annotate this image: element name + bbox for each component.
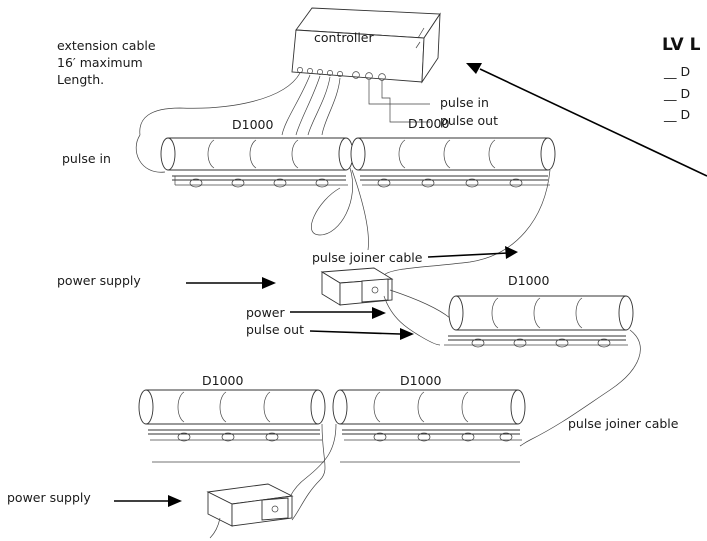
pulse-joiner-cable-bottom	[519, 329, 641, 447]
pulse-joiner-cable-bottom-label: pulse joiner cable	[568, 416, 679, 431]
fixture-top-right-label: D1000	[408, 116, 449, 131]
controller-port-icons	[297, 67, 386, 81]
pulse-out-arrow	[309, 330, 401, 335]
controller-pointer-arrow	[479, 68, 707, 177]
pulse-joiner-top-arrow	[427, 252, 509, 258]
power-supply-bottom-label: power supply	[7, 490, 91, 505]
fixture-top-left-label: D1000	[232, 117, 273, 132]
controller-pulse-in-label: pulse in	[440, 95, 489, 110]
extension-cable-line2: 16′ maximum	[57, 55, 143, 70]
controller-pulse-out-label: pulse out	[440, 113, 498, 128]
legend-item-3: __ D	[663, 107, 690, 122]
controller-box	[291, 7, 441, 84]
fixture-middle-right	[444, 295, 634, 348]
power-supply-top-label: power supply	[57, 273, 141, 288]
pulse-in-label: pulse in	[62, 151, 111, 166]
power-label: power	[246, 305, 285, 320]
legend: LV L __ D __ D __ D	[662, 35, 701, 122]
pulse-out-lead	[383, 295, 441, 346]
fixture-bottom-left	[138, 389, 326, 463]
legend-item-1: __ D	[663, 64, 690, 79]
pulse-in-cable	[135, 134, 166, 173]
fixture-top-left	[160, 137, 354, 188]
controller-pulse-in-lead	[368, 80, 430, 105]
extension-cable-line3: Length.	[57, 72, 104, 87]
controller-label: controller	[314, 30, 374, 45]
fixture-bottom-right-label: D1000	[400, 373, 441, 388]
fixture-bottom-left-label: D1000	[202, 373, 243, 388]
controller-pulse-out-lead	[381, 80, 430, 123]
power-out-lead	[389, 289, 451, 319]
legend-item-2: __ D	[663, 86, 690, 101]
extension-cable-line1: extension cable	[57, 38, 156, 53]
bottom-power-cable-1	[291, 423, 326, 521]
fixture-middle-right-label: D1000	[508, 273, 549, 288]
top-joiner-loop	[310, 167, 353, 236]
fixture-bottom-right	[332, 389, 526, 463]
power-supply-top	[320, 267, 394, 306]
pulse-out-label: pulse out	[246, 322, 304, 337]
top-loop-drop	[351, 169, 369, 251]
fixture-top-right	[350, 137, 556, 188]
legend-title: LV L	[662, 35, 701, 55]
pulse-joiner-cable-top-label: pulse joiner cable	[312, 250, 423, 265]
pulse-joiner-cable-top	[383, 169, 551, 276]
power-supply-bottom	[206, 483, 294, 539]
extension-cable	[139, 72, 341, 136]
